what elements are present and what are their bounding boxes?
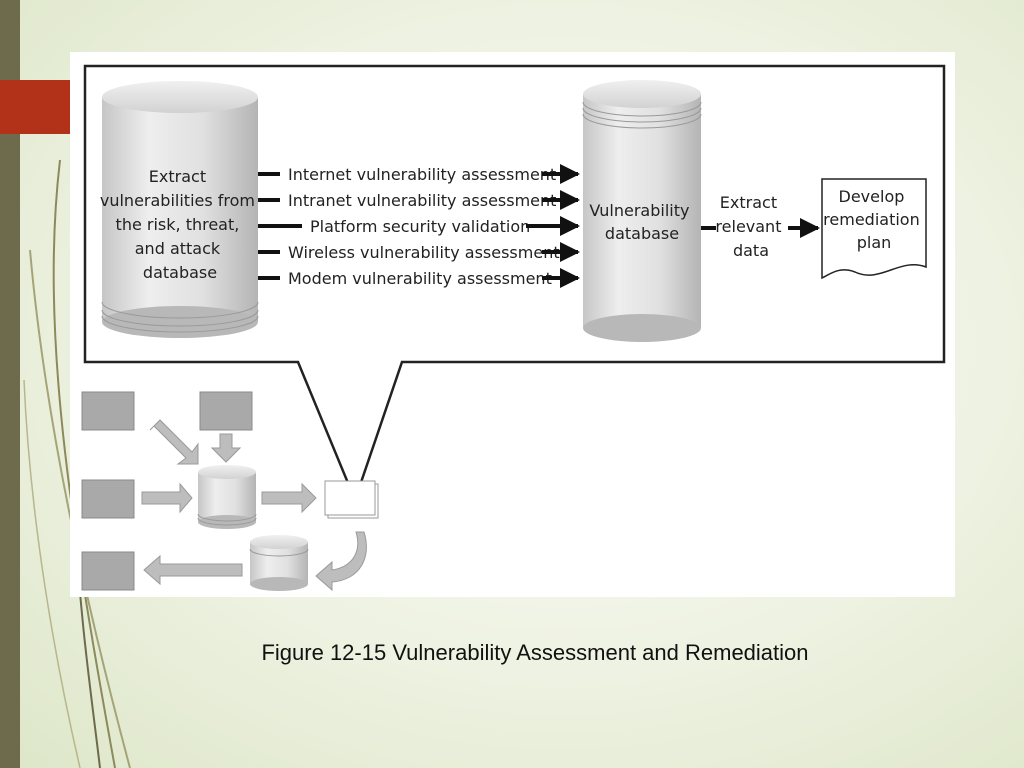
assessment-row-5: Modem vulnerability assessment bbox=[258, 268, 580, 288]
source-db-label-line: Extract bbox=[149, 167, 206, 186]
extract-label-line: Extract bbox=[720, 193, 777, 212]
assessment-row-4: Wireless vulnerability assessment bbox=[258, 242, 580, 262]
extract-label-line: relevant bbox=[715, 217, 781, 236]
extract-label-line: data bbox=[733, 241, 769, 260]
accent-tab bbox=[0, 80, 70, 134]
assessment-row-2: Intranet vulnerability assessment bbox=[258, 190, 580, 210]
vulnerability-database-icon bbox=[582, 80, 702, 342]
assessment-row-1: Internet vulnerability assessment bbox=[258, 164, 580, 184]
plan-label-line: plan bbox=[857, 233, 892, 252]
figure-caption: Figure 12-15 Vulnerability Assessment an… bbox=[261, 640, 809, 665]
assessment-row-3: Platform security validation bbox=[258, 216, 580, 236]
assessment-label: Internet vulnerability assessment bbox=[288, 165, 556, 184]
source-db-label-line: and attack bbox=[135, 239, 221, 258]
assessment-label: Wireless vulnerability assessment bbox=[288, 243, 560, 262]
overview-box-icon bbox=[81, 479, 135, 519]
callout-frame bbox=[83, 64, 946, 504]
overview-diagram bbox=[81, 391, 379, 592]
plan-label-line: remediation bbox=[823, 210, 920, 229]
overview-cylinder-icon bbox=[197, 465, 257, 529]
sidebar-bar bbox=[0, 0, 20, 768]
overview-arrow-icon bbox=[261, 482, 317, 514]
overview-box-icon bbox=[81, 391, 135, 431]
overview-document-icon bbox=[324, 480, 379, 519]
overview-box-icon bbox=[81, 551, 135, 591]
overview-arrow-icon bbox=[143, 554, 243, 586]
assessment-label: Intranet vulnerability assessment bbox=[288, 191, 556, 210]
figure-panel: Extract vulnerabilities from the risk, t… bbox=[70, 52, 955, 597]
vuln-db-label-line: Vulnerability bbox=[589, 201, 689, 220]
source-db-label-line: vulnerabilities from bbox=[100, 191, 255, 210]
vulnerability-db-label: Vulnerability database bbox=[589, 201, 694, 243]
overview-box-icon bbox=[199, 391, 253, 431]
overview-arrow-icon bbox=[210, 433, 242, 463]
assessment-label: Platform security validation bbox=[310, 217, 530, 236]
overview-arrow-icon bbox=[141, 482, 193, 514]
remediation-plan-label: Develop remediation plan bbox=[823, 187, 925, 252]
overview-arrow-icon bbox=[149, 419, 199, 465]
assessment-label: Modem vulnerability assessment bbox=[288, 269, 552, 288]
source-db-label-line: database bbox=[143, 263, 217, 282]
overview-curved-arrow-icon bbox=[315, 531, 367, 592]
extract-label: Extract relevant data bbox=[715, 193, 786, 260]
overview-cylinder-icon bbox=[249, 535, 309, 591]
source-db-label-line: the risk, threat, bbox=[116, 215, 240, 234]
source-db-label: Extract vulnerabilities from the risk, t… bbox=[100, 167, 260, 282]
source-database-icon bbox=[101, 81, 259, 338]
vuln-db-label-line: database bbox=[605, 224, 679, 243]
remediation-plan-document-icon bbox=[821, 178, 927, 280]
plan-label-line: Develop bbox=[839, 187, 905, 206]
